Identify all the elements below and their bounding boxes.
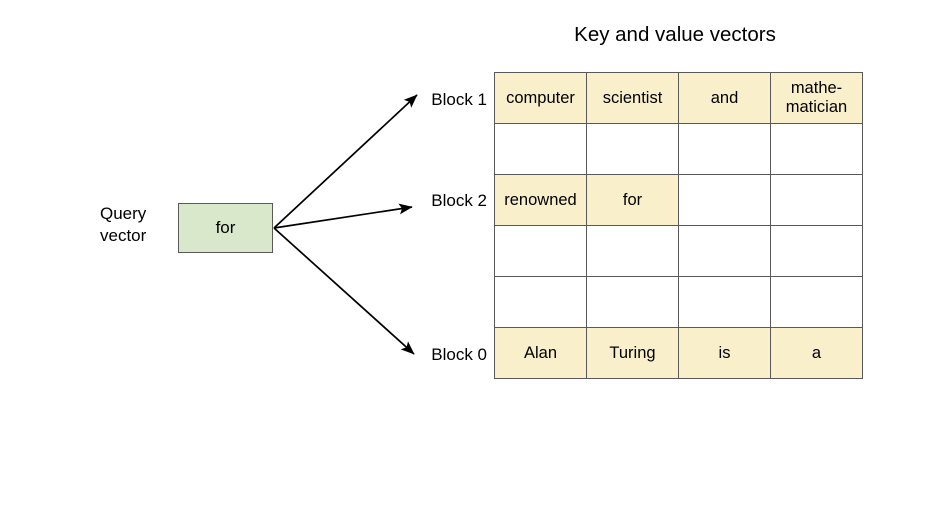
table-cell: a — [770, 327, 863, 379]
table-cell — [494, 225, 587, 277]
table-row — [494, 123, 863, 175]
table-cell: and — [678, 72, 771, 124]
table-row — [494, 276, 863, 328]
table-cell: for — [586, 174, 679, 226]
table-row — [494, 225, 863, 277]
query-vector-label: Query vector — [100, 203, 172, 247]
table-cell — [678, 174, 771, 226]
table-cell — [586, 123, 679, 175]
block-label-1: Block 1 — [431, 90, 487, 109]
table-cell — [770, 225, 863, 277]
table-cell: Turing — [586, 327, 679, 379]
table-cell — [494, 276, 587, 328]
table-cell — [770, 276, 863, 328]
arrow-to-block-0 — [273, 227, 415, 355]
table-cell — [678, 225, 771, 277]
table-cell — [586, 225, 679, 277]
table-cell — [586, 276, 679, 328]
table-cell — [678, 123, 771, 175]
table-cell: computer — [494, 72, 587, 124]
table-cell — [770, 123, 863, 175]
table-cell — [678, 276, 771, 328]
table-cell: is — [678, 327, 771, 379]
table-cell: renowned — [494, 174, 587, 226]
table-cell: mathe-matician — [770, 72, 863, 124]
table-cell: Alan — [494, 327, 587, 379]
page-title: Key and value vectors — [574, 23, 776, 46]
query-vector-box[interactable]: for — [178, 203, 273, 253]
table-cell — [770, 174, 863, 226]
table-cell: scientist — [586, 72, 679, 124]
table-cell — [494, 123, 587, 175]
block-label-2: Block 2 — [431, 191, 487, 210]
query-vector-value: for — [215, 218, 236, 237]
block-label-0: Block 0 — [431, 345, 487, 364]
query-vector-label-line2: vector — [100, 226, 147, 245]
query-vector-label-line1: Query — [100, 204, 147, 223]
